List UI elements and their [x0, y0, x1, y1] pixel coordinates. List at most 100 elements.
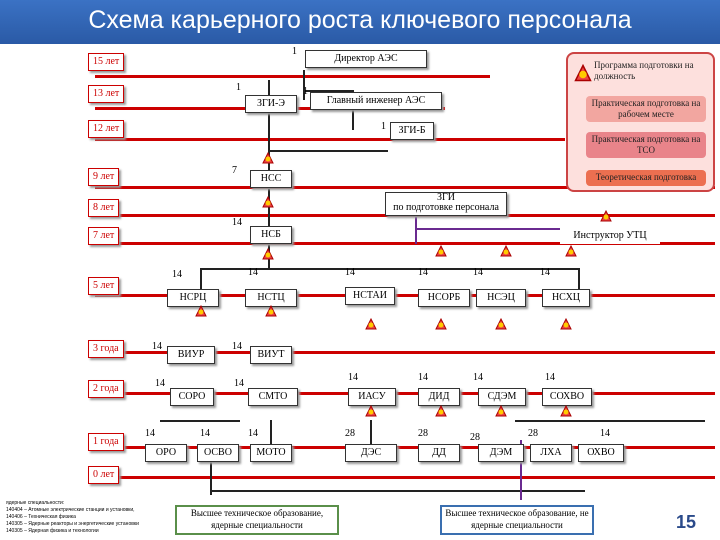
- zgi-training-line2: по подготовке персонала: [393, 202, 499, 213]
- legend-practical-work: Практическая подготовка на рабочем месте: [586, 96, 706, 122]
- specialty-notes: ядерные специальности:140404 – Атомные э…: [6, 500, 139, 534]
- header-bar: Схема карьерного роста ключевого персона…: [0, 0, 720, 44]
- position-box: СОХВО: [542, 388, 592, 406]
- level-label: 12 лет: [88, 120, 125, 138]
- connector: [210, 490, 585, 492]
- program-triangle-icon: [365, 318, 377, 330]
- duration-number: 1: [292, 46, 297, 57]
- level-label: 1 года: [88, 433, 124, 451]
- position-box: ОХВО: [578, 444, 624, 462]
- position-box: ДЭМ: [478, 444, 524, 462]
- level-line: [95, 392, 715, 395]
- duration-number: 7: [232, 165, 237, 176]
- duration-number: 14: [145, 428, 155, 439]
- duration-number: 14: [248, 267, 258, 278]
- position-box: НСОРБ: [418, 289, 470, 307]
- duration-number: 14: [345, 267, 355, 278]
- level-line: [95, 446, 715, 449]
- legend: Программа подготовки на должность Практи…: [566, 52, 715, 192]
- legend-program: Программа подготовки на должность: [594, 60, 694, 81]
- page-number: 15: [676, 512, 697, 532]
- education-box-non-nuclear: Высшее техническое образование, не ядерн…: [440, 505, 594, 535]
- duration-number: 28: [345, 428, 355, 439]
- duration-number: 14: [155, 378, 165, 389]
- position-box: ВИУТ: [250, 346, 292, 364]
- page-title: Схема карьерного роста ключевого персона…: [88, 6, 632, 34]
- duration-number: 14: [234, 378, 244, 389]
- position-box: ИАСУ: [348, 388, 396, 406]
- position-box: НСРЦ: [167, 289, 219, 307]
- program-triangle-icon: [565, 245, 577, 257]
- level-label: 2 года: [88, 380, 124, 398]
- position-box: Директор АЭС: [305, 50, 427, 68]
- program-triangle-icon: [435, 405, 447, 417]
- program-triangle-icon: [365, 405, 377, 417]
- level-line: [95, 476, 715, 479]
- duration-number: 1: [236, 82, 241, 93]
- level-line: [95, 242, 715, 245]
- position-box: СОРО: [170, 388, 214, 406]
- position-box: СМТО: [248, 388, 298, 406]
- program-triangle-icon: [560, 405, 572, 417]
- position-box: ЗГИ по подготовке персонала: [385, 192, 507, 216]
- position-box: ОРО: [145, 444, 187, 462]
- education-box-nuclear: Высшее техническое образование, ядерные …: [175, 505, 339, 535]
- duration-number: 14: [473, 372, 483, 383]
- level-line: [95, 294, 715, 297]
- program-triangle-icon: [195, 305, 207, 317]
- connector: [160, 420, 240, 422]
- level-line: [95, 186, 715, 189]
- duration-number: 14: [418, 372, 428, 383]
- program-triangle-icon: [574, 64, 592, 82]
- level-label: 15 лет: [88, 53, 125, 71]
- program-triangle-icon: [495, 318, 507, 330]
- training-connector: [415, 228, 595, 230]
- duration-number: 14: [248, 428, 258, 439]
- level-label: 5 лет: [88, 277, 120, 295]
- duration-number: 1: [381, 121, 386, 132]
- duration-number: 14: [172, 269, 182, 280]
- position-box: НСХЦ: [542, 289, 590, 307]
- connector: [268, 150, 388, 152]
- position-box: НСС: [250, 170, 292, 188]
- level-line: [95, 138, 565, 141]
- level-label: 0 лет: [88, 466, 120, 484]
- duration-number: 1: [303, 86, 308, 97]
- position-box: Инструктор УТЦ: [560, 228, 660, 244]
- duration-number: 28: [418, 428, 428, 439]
- connector: [370, 420, 372, 445]
- duration-number: 14: [540, 267, 550, 278]
- position-box: ЛХА: [530, 444, 572, 462]
- level-label: 3 года: [88, 340, 124, 358]
- position-box: ЗГИ-Э: [245, 95, 297, 113]
- duration-number: 14: [348, 372, 358, 383]
- duration-number: 28: [528, 428, 538, 439]
- duration-number: 14: [152, 341, 162, 352]
- level-line: [95, 351, 715, 354]
- position-box: ДИД: [418, 388, 460, 406]
- connector: [200, 268, 202, 290]
- duration-number: 14: [545, 372, 555, 383]
- program-triangle-icon: [262, 152, 274, 164]
- position-box: СДЭМ: [478, 388, 526, 406]
- connector: [303, 90, 353, 92]
- duration-number: 14: [418, 267, 428, 278]
- level-line: [95, 75, 490, 78]
- training-connector: [520, 440, 522, 500]
- legend-practical-tso: Практическая подготовка на ТСО: [586, 132, 706, 158]
- connector: [303, 70, 305, 100]
- level-label: 9 лет: [88, 168, 120, 186]
- position-box: НСТАИ: [345, 287, 395, 305]
- duration-number: 14: [200, 428, 210, 439]
- connector: [270, 420, 272, 445]
- duration-number: 14: [600, 428, 610, 439]
- connector: [352, 90, 354, 130]
- program-triangle-icon: [500, 245, 512, 257]
- duration-number: 14: [232, 341, 242, 352]
- connector: [578, 268, 580, 290]
- program-triangle-icon: [495, 405, 507, 417]
- program-triangle-icon: [560, 318, 572, 330]
- connector: [200, 268, 580, 270]
- connector: [210, 455, 212, 495]
- duration-number: 14: [473, 267, 483, 278]
